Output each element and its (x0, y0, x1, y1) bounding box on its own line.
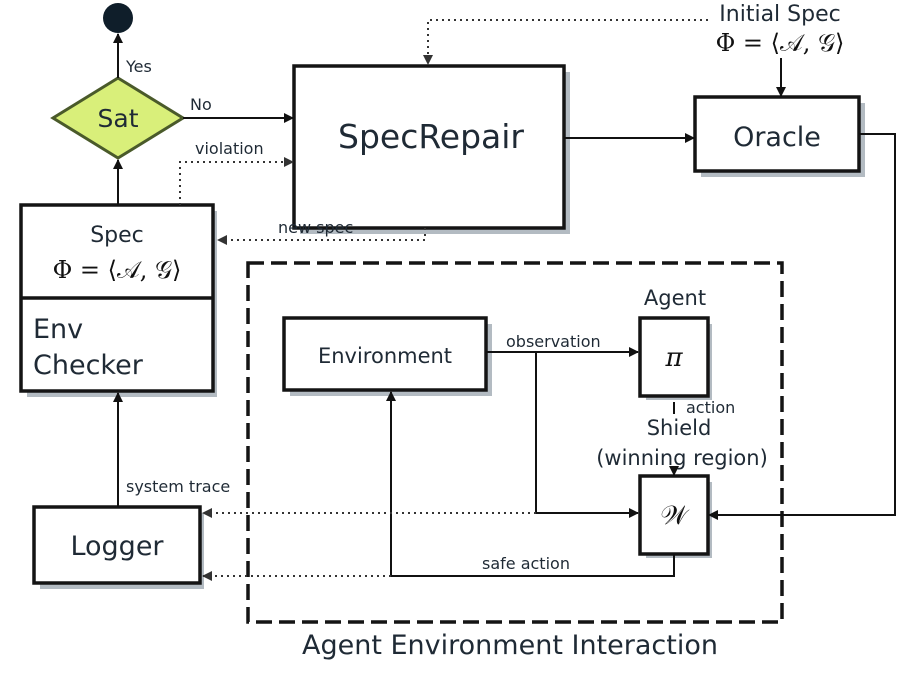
edge-oracle-to-shield (708, 133, 896, 520)
sat-label: Sat (98, 104, 139, 133)
edge-violation-label: violation (195, 139, 264, 158)
terminal-node (103, 3, 133, 33)
interaction-region-label: Agent Environment Interaction (302, 630, 718, 661)
edge-yes-label: Yes (125, 57, 152, 76)
edge-new-spec-label: new spec (278, 218, 353, 237)
agent-box (638, 316, 710, 398)
specrepair-label: SpecRepair (338, 117, 524, 156)
logger-box (32, 505, 202, 585)
specrepair-box (292, 64, 566, 230)
edge-safe-action-label: safe action (482, 554, 570, 573)
shield-symbol: 𝒲 (660, 501, 690, 531)
agent-symbol: π (664, 343, 683, 373)
edge-system-trace-label: system trace (126, 477, 230, 496)
spec-formula: Φ = ⟨𝒜, 𝒢⟩ (53, 256, 182, 284)
edge-new-spec (217, 228, 426, 245)
shield-label-line2: (winning region) (596, 446, 768, 470)
edge-violation (179, 157, 294, 205)
edge-no-label: No (190, 95, 212, 114)
spec-title: Spec (90, 223, 144, 248)
shield-label-line1: Shield (647, 416, 712, 440)
env-checker-line1: Env (33, 314, 83, 345)
initial-spec-formula: Φ = ⟨𝒜, 𝒢⟩ (716, 29, 845, 57)
sat-decision (50, 76, 186, 160)
initial-spec-title: Initial Spec (719, 2, 840, 27)
edge-safe-action (386, 391, 675, 577)
edge-observation-label: observation (506, 332, 601, 351)
agent-label: Agent (644, 286, 706, 310)
logger-label: Logger (70, 531, 164, 562)
env-checker-line2: Checker (33, 350, 144, 381)
edge-observation-to-shield (535, 352, 639, 518)
shield-box (638, 474, 710, 556)
oracle-label: Oracle (733, 122, 821, 153)
edge-initial-spec-to-specrepair (423, 19, 708, 65)
environment-label: Environment (318, 344, 452, 368)
interaction-region (246, 261, 784, 624)
environment-box (282, 316, 488, 392)
edge-action-label: action (686, 398, 735, 417)
